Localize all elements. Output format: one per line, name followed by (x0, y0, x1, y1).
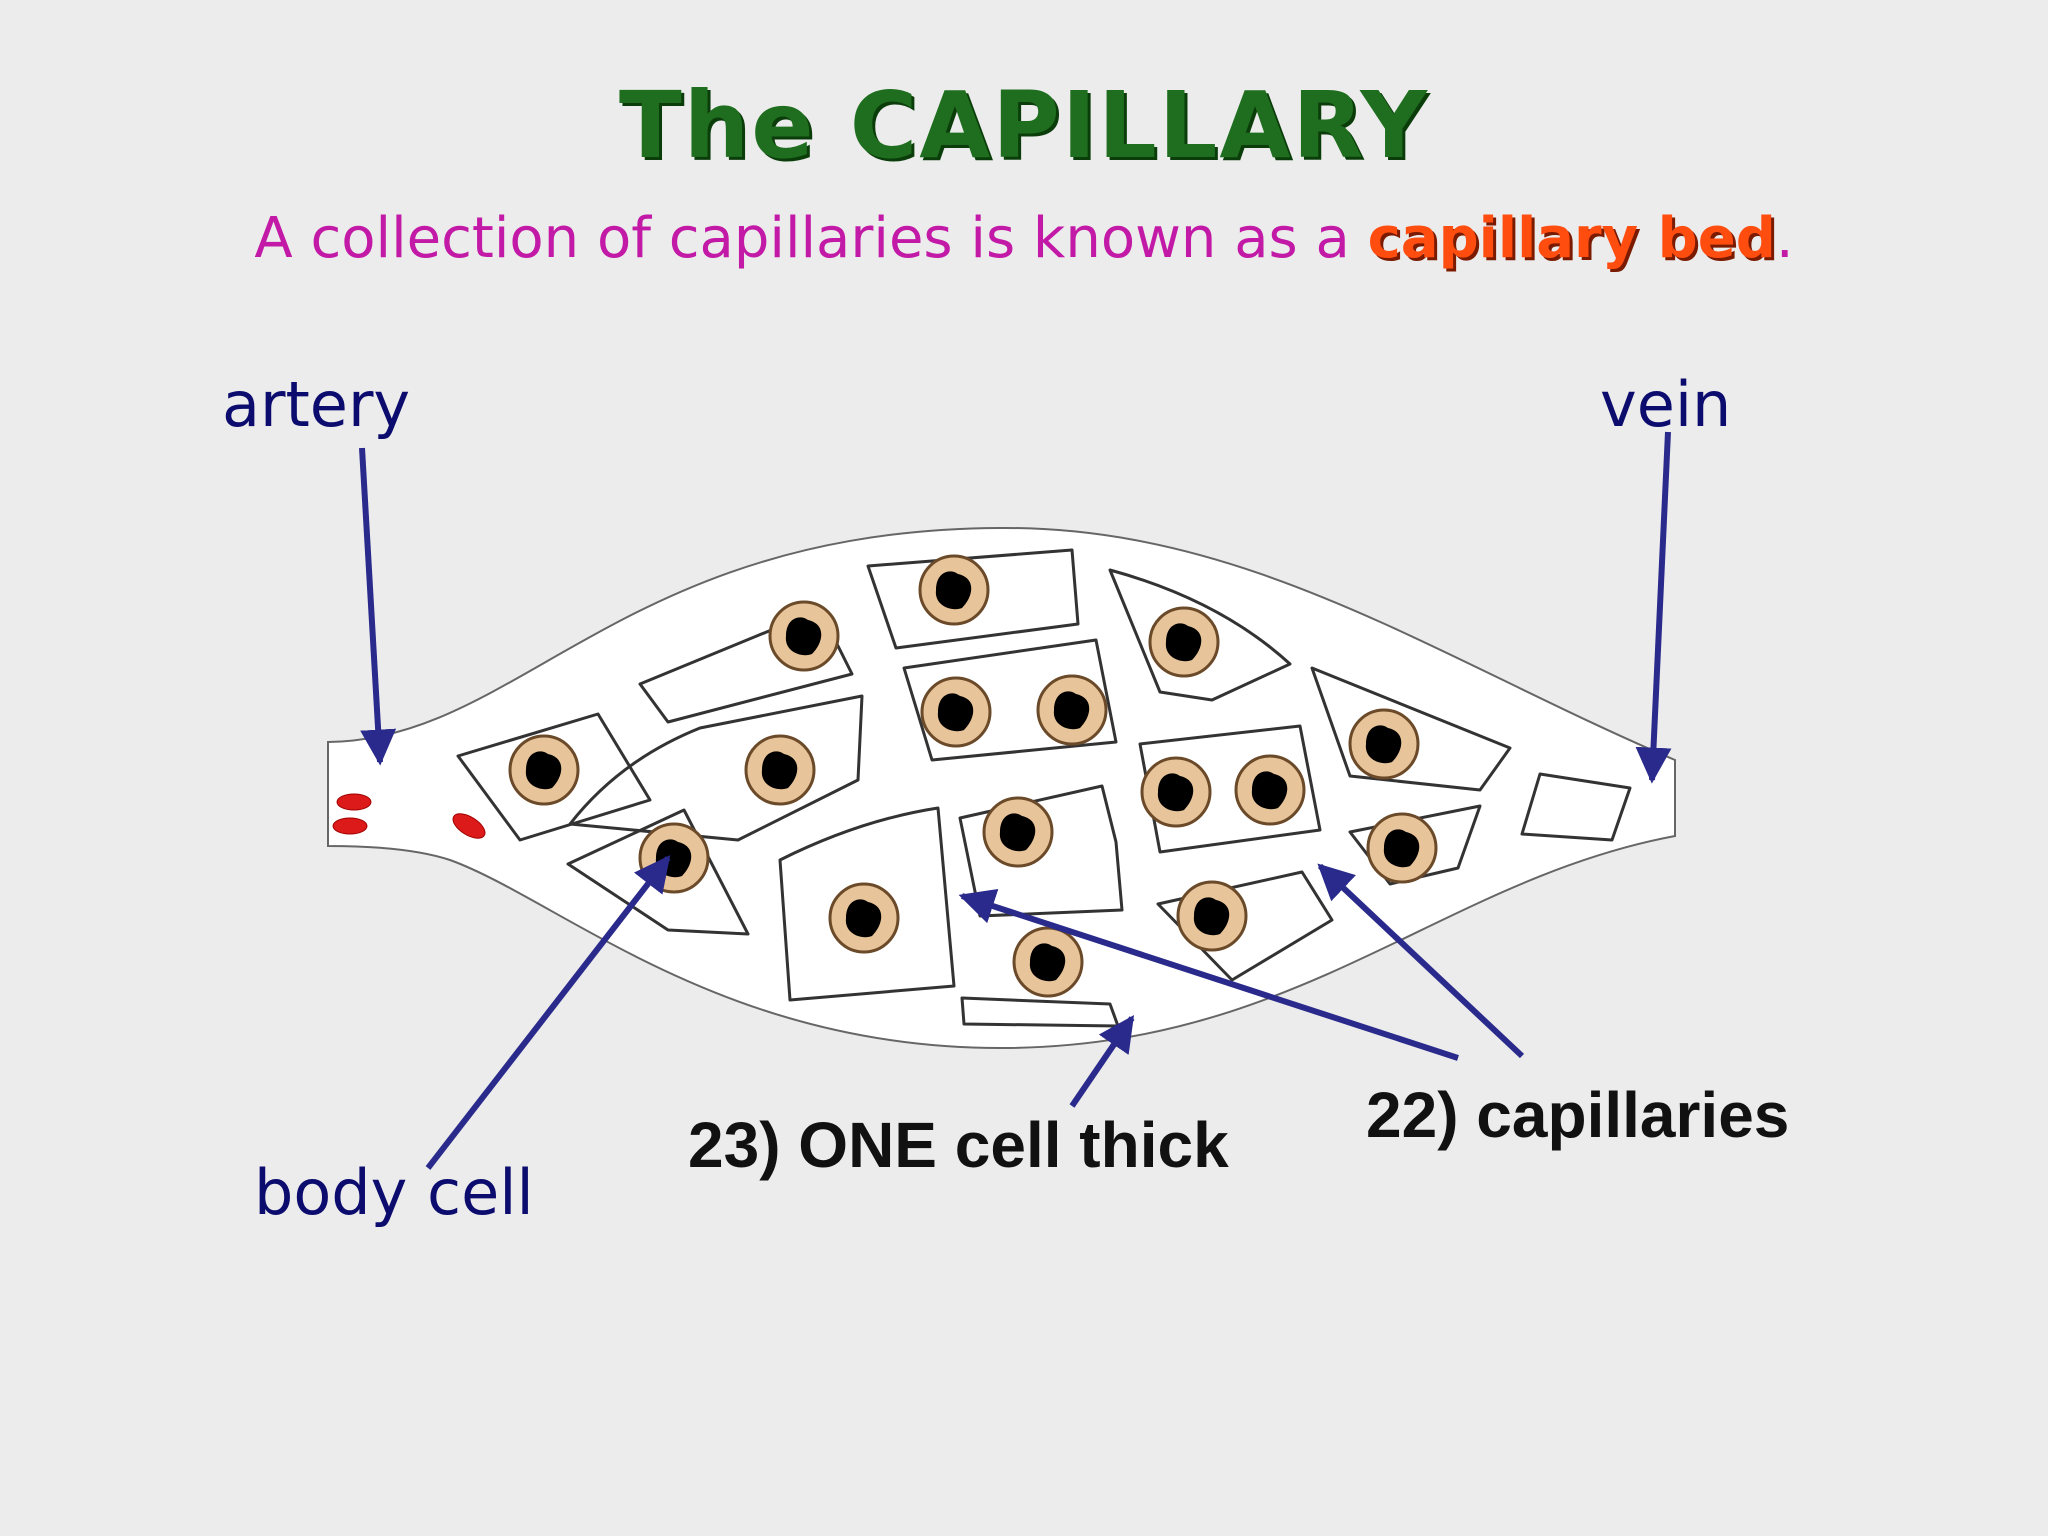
subtitle-text: A collection of capillaries is known as … (254, 206, 1368, 271)
body-cell-nucleus (1053, 691, 1090, 730)
body-cell-label: body cell (254, 1156, 534, 1229)
tissue-island (1310, 666, 1512, 792)
body-cell-nucleus (999, 813, 1036, 852)
red-blood-cell (336, 793, 372, 811)
tissue-island (1520, 772, 1632, 842)
capillary-bed-outline (327, 526, 1676, 1050)
body-cell-nucleus (1251, 771, 1288, 810)
body-cell-nucleus (525, 751, 562, 790)
body-cell-nucleus (785, 617, 822, 656)
body-cell-nucleus (1383, 829, 1420, 868)
body-cell-arrow (425, 855, 671, 1170)
body-cell-nucleus (937, 693, 974, 732)
page-title: The CAPILLARY (619, 72, 1429, 179)
body-cell-nucleus (1157, 773, 1194, 812)
subtitle: A collection of capillaries is known as … (0, 206, 2048, 271)
capillaries-arrow-2 (1317, 863, 1525, 1059)
body-cell-nucleus (845, 899, 882, 938)
vein-arrow (1635, 431, 1672, 784)
body-cell-nucleus (1029, 943, 1066, 982)
tissue-island (1156, 870, 1334, 982)
tissue-island (568, 694, 864, 842)
tissue-island (902, 638, 1118, 762)
red-blood-cell (332, 817, 368, 835)
body-cell-nucleus (761, 751, 798, 790)
tissue-island (456, 712, 652, 842)
tissue-island (866, 548, 1080, 650)
subtitle-period: . (1775, 206, 1794, 271)
body-cell-nucleus (1365, 725, 1402, 764)
body-cell-nucleus (1165, 623, 1202, 662)
capillaries-arrow-1 (958, 888, 1459, 1061)
capillaries-label: 22) capillaries (1366, 1079, 1790, 1151)
capillary-bed-highlight: capillary bed (1367, 206, 1776, 271)
tissue-island (638, 608, 854, 724)
one-cell-thick-label: 23) ONE cell thick (688, 1109, 1229, 1181)
artery-label: artery (222, 368, 411, 441)
vein-label: vein (1600, 368, 1732, 441)
red-blood-cell (452, 813, 486, 839)
one-cell-thick-arrow (1069, 1015, 1135, 1108)
tissue-island (566, 808, 750, 936)
tissue-island (778, 806, 956, 1002)
tissue-island (1108, 568, 1292, 702)
artery-arrow (359, 447, 397, 766)
body-cell-nucleus (935, 571, 972, 610)
body-cell-nucleus (1193, 897, 1230, 936)
